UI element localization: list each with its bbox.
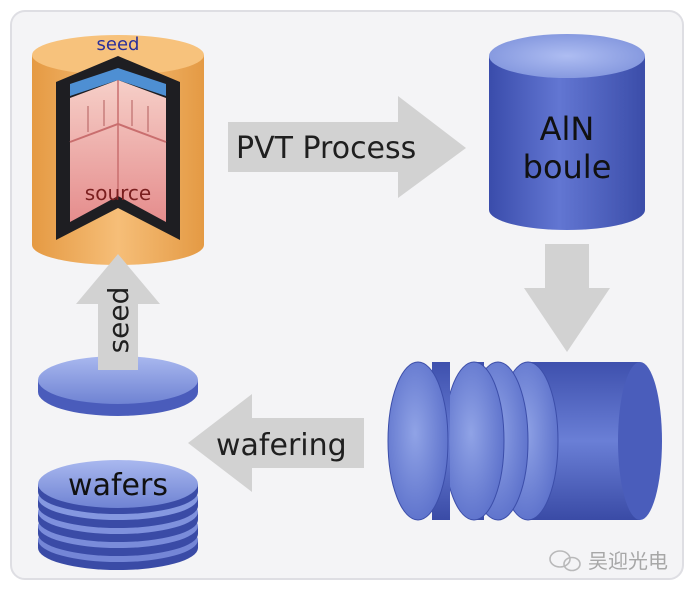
seed-disk xyxy=(38,356,198,416)
down-arrow xyxy=(524,244,610,352)
crucible-seed-label: seed xyxy=(97,34,140,55)
wafering-label: wafering xyxy=(216,428,347,463)
wafer-stack xyxy=(38,460,198,570)
boule-label-line1: AlN xyxy=(540,110,595,148)
crucible-source-label: source xyxy=(85,181,151,205)
pvt-process-arrow xyxy=(228,96,466,198)
wafers-label: wafers xyxy=(68,468,168,503)
sliced-boule xyxy=(387,361,662,521)
boule-label-line2: boule xyxy=(523,148,612,186)
wechat-icon xyxy=(549,550,581,572)
wafering-arrow xyxy=(188,394,364,492)
seed-up-arrow xyxy=(76,254,160,370)
seed-arrow-label: seed xyxy=(102,287,135,354)
pvt-process-label: PVT Process xyxy=(236,131,416,166)
aln-boule xyxy=(489,34,645,230)
crucible xyxy=(32,35,204,265)
watermark-text: 吴迎光电 xyxy=(588,549,668,573)
